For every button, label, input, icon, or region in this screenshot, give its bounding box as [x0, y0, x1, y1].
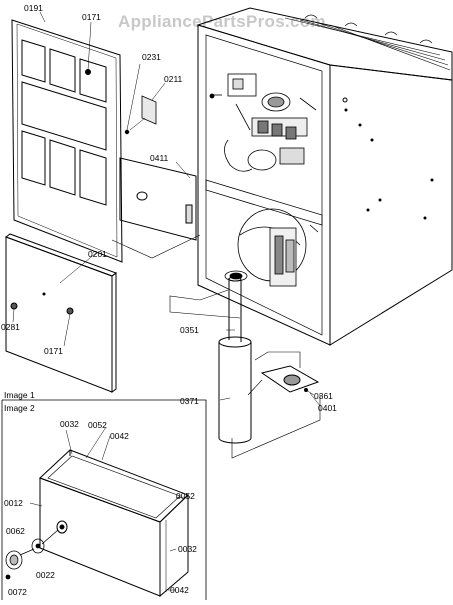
label-0052-top: 0052	[88, 420, 107, 430]
furnace-cabinet	[196, 7, 453, 346]
vent-pipe	[228, 276, 242, 342]
label-0351: 0351	[180, 325, 199, 335]
door-switch-parts	[124, 63, 166, 135]
label-0371: 0371	[180, 396, 199, 406]
filter-door-panel	[11, 19, 123, 263]
watermark-text: AppliancePartsPros.com	[118, 12, 326, 31]
image1-label: Image 1	[4, 390, 35, 400]
image1-leader-lines	[12, 11, 321, 407]
label-0062: 0062	[6, 526, 25, 536]
label-0072: 0072	[8, 587, 27, 597]
label-0012: 0012	[4, 498, 23, 508]
label-0201: 0201	[88, 249, 107, 259]
label-0171-top: 0171	[82, 12, 101, 22]
image2-leader-lines	[29, 426, 185, 591]
label-0411: 0411	[150, 153, 169, 163]
part-number-labels: 0191 0171 0231 0211 0411 0201 0281 0171 …	[1, 3, 337, 597]
label-0401: 0401	[318, 403, 337, 413]
label-0032-right: 0032	[178, 544, 197, 554]
label-0191: 0191	[24, 3, 43, 13]
damper-assembly	[5, 529, 59, 580]
image2-label: Image 2	[4, 403, 35, 413]
image2-frame	[1, 399, 207, 600]
filter-cabinet-box	[39, 449, 189, 598]
assembly-path-lines	[111, 234, 321, 459]
label-0022: 0022	[36, 570, 55, 580]
label-0281: 0281	[1, 322, 20, 332]
label-0231: 0231	[142, 52, 161, 62]
vent-plate	[260, 365, 320, 393]
vent-sleeve	[218, 336, 252, 444]
label-0052-right: 0052	[176, 491, 195, 501]
label-0171-bottom: 0171	[44, 346, 63, 356]
lower-front-panel	[4, 233, 118, 393]
label-0361: 0361	[314, 391, 333, 401]
label-0042-bottom: 0042	[170, 585, 189, 595]
blower-access-door	[119, 157, 197, 241]
label-0211: 0211	[164, 74, 183, 84]
label-0032-top: 0032	[60, 419, 79, 429]
label-0042-top: 0042	[110, 431, 129, 441]
